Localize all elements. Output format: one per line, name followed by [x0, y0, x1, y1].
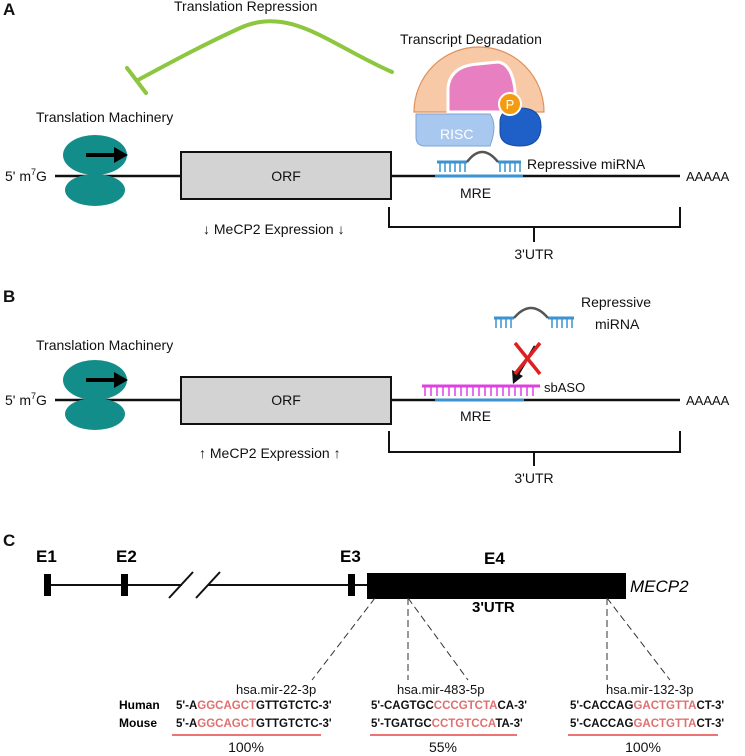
risc-light-blue [415, 113, 495, 147]
repressive-mirna-label-b-line1: Repressive [581, 294, 651, 310]
panel-b-letter: B [3, 287, 15, 306]
orf-box-b [180, 376, 392, 425]
exon-label-e2: E2 [116, 547, 137, 566]
exon-label-e3: E3 [340, 547, 361, 566]
utr-bracket-a [388, 207, 681, 242]
exon-label-e4: E4 [484, 549, 505, 568]
exon-e4 [367, 573, 626, 599]
transcript-degradation-label: Transcript Degradation [400, 31, 542, 47]
block-x-2 [513, 341, 542, 376]
identity-3: 100% [625, 739, 661, 755]
phosphate-label: P [506, 97, 515, 112]
panel-a: A Translation Repression P RISC Transcri… [3, 0, 730, 262]
exon-e3 [348, 574, 355, 596]
exon-e2 [121, 574, 128, 596]
utr-label-c: 3'UTR [472, 599, 515, 616]
break-slash-1 [168, 571, 194, 599]
exon-label-e1: E1 [36, 547, 57, 566]
panel-b: B Repressive miRNA Translation Machinery… [3, 287, 730, 486]
seq-mouse-2: 5'-TGATGCCCTGTCCATA-3' [371, 718, 523, 730]
utr-label-a: 3'UTR [514, 246, 553, 262]
row-label-mouse: Mouse [119, 716, 157, 730]
ribosome-small-subunit-a [65, 174, 125, 206]
sbaso-bound [422, 384, 540, 402]
free-mirna-b [494, 306, 574, 328]
identity-1: 100% [228, 739, 264, 755]
site-callouts [311, 597, 671, 681]
cap-label-a: 5' m7G [5, 167, 47, 184]
polya-label-b: AAAAA [686, 393, 730, 408]
white-break [182, 580, 208, 590]
phosphate-circle [498, 92, 522, 116]
row-label-human: Human [119, 698, 160, 712]
repression-bar [125, 66, 148, 95]
seq-human-1: 5'-AGGCAGCTGTTGTCTC-3' [176, 700, 332, 712]
mecp2-expression-down: ↓ MeCP2 Expression ↓ [203, 221, 345, 237]
orf-label-b: ORF [271, 392, 301, 408]
translation-repression-label: Translation Repression [174, 0, 317, 14]
direction-arrowhead-a [114, 147, 128, 163]
orf-box-a [180, 151, 392, 200]
mirna-name-2: hsa.mir-483-5p [397, 682, 484, 697]
seq-human-2: 5'-CAGTGCCCCGTCTACA-3' [371, 700, 527, 712]
risc-label: RISC [440, 126, 473, 142]
exon-e1 [44, 574, 51, 596]
orf-label-a: ORF [271, 168, 301, 184]
mre-label-a: MRE [460, 185, 491, 201]
repressive-mirna-label-a: Repressive miRNA [527, 156, 646, 172]
translation-repression-arc [136, 19, 394, 82]
translation-machinery-label-a: Translation Machinery [36, 109, 173, 125]
panel-c-letter: C [3, 531, 15, 550]
seq-mouse-3: 5'-CACCAGGACTGTTACT-3' [570, 718, 724, 730]
gene-name: MECP2 [630, 577, 689, 596]
mirna-name-3: hsa.mir-132-3p [606, 682, 693, 697]
mirna-name-1: hsa.mir-22-3p [236, 682, 316, 697]
mre-label-b: MRE [460, 408, 491, 424]
risc-complex: P RISC [413, 46, 545, 147]
seq-human-3: 5'-CACCAGGACTGTTACT-3' [570, 700, 724, 712]
cap-label-b: 5' m7G [5, 391, 47, 408]
seq-mouse-1: 5'-AGGCAGCTGTTGTCTC-3' [176, 718, 332, 730]
break-slash-2 [195, 571, 221, 599]
panel-a-letter: A [3, 0, 15, 19]
sbaso-label: sbASO [544, 380, 585, 395]
panel-c: C E1 E2 E3 E4 3'UTR MECP2 hsa.mir-22-3p … [3, 531, 724, 755]
risc-inner-pink [446, 60, 517, 114]
utr-label-b: 3'UTR [514, 470, 553, 486]
translation-machinery-label-b: Translation Machinery [36, 337, 173, 353]
ribosome-small-subunit-b [65, 398, 125, 430]
identity-2: 55% [429, 739, 457, 755]
direction-arrowhead-b [114, 372, 128, 388]
utr-bracket-b [388, 431, 681, 466]
mirna-bound-a [435, 150, 523, 178]
polya-label-a: AAAAA [686, 169, 730, 184]
mecp2-expression-up: ↑ MeCP2 Expression ↑ [199, 445, 341, 461]
repressive-mirna-label-b-line2: miRNA [595, 316, 640, 332]
